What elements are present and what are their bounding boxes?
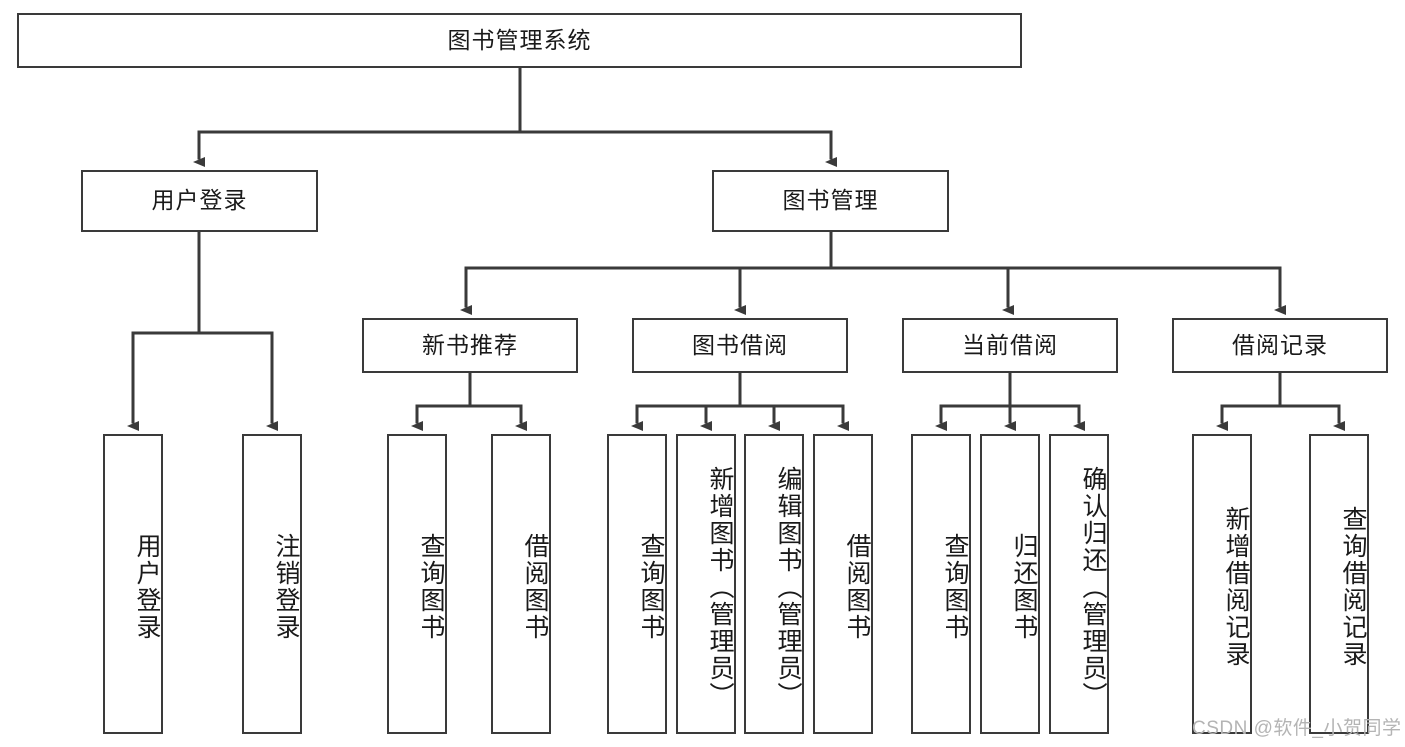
node-book-borrow[interactable]: 图书借阅 (632, 318, 848, 373)
leaf-user-login-0-label: 用户登录 (133, 533, 161, 641)
node-new-book-recommend[interactable]: 新书推荐 (362, 318, 578, 373)
leaf-user-login-1[interactable]: 注销登录 (242, 434, 302, 734)
leaf-records-0-label: 新增借阅记录 (1222, 506, 1250, 668)
node-book-borrow-label: 图书借阅 (692, 331, 788, 358)
node-book-management-label: 图书管理 (782, 187, 879, 214)
leaf-current-2-label: 确认归还（管理员） (1079, 465, 1107, 709)
node-user-login-label: 用户登录 (151, 187, 248, 214)
leaf-new-book-1[interactable]: 借阅图书 (491, 434, 551, 734)
node-new-book-recommend-label: 新书推荐 (422, 331, 518, 358)
leaf-new-book-1-label: 借阅图书 (521, 533, 549, 641)
node-borrow-records[interactable]: 借阅记录 (1172, 318, 1388, 373)
leaf-records-0[interactable]: 新增借阅记录 (1192, 434, 1252, 734)
leaf-new-book-0-label: 查询图书 (417, 533, 445, 641)
leaf-records-1-label: 查询借阅记录 (1339, 506, 1367, 668)
leaf-current-0-label: 查询图书 (941, 533, 969, 641)
leaf-user-login-1-label: 注销登录 (272, 533, 300, 641)
leaf-borrow-2-label: 编辑图书（管理员） (774, 465, 802, 709)
leaf-borrow-3[interactable]: 借阅图书 (813, 434, 873, 734)
leaf-current-1[interactable]: 归还图书 (980, 434, 1040, 734)
leaf-records-1[interactable]: 查询借阅记录 (1309, 434, 1369, 734)
node-root-book-management-system[interactable]: 图书管理系统 (17, 13, 1022, 68)
leaf-user-login-0[interactable]: 用户登录 (103, 434, 163, 734)
leaf-current-0[interactable]: 查询图书 (911, 434, 971, 734)
node-current-borrow-label: 当前借阅 (962, 331, 1058, 358)
leaf-borrow-1-label: 新增图书（管理员） (706, 465, 734, 709)
leaf-borrow-3-label: 借阅图书 (843, 533, 871, 641)
leaf-current-1-label: 归还图书 (1010, 533, 1038, 641)
leaf-borrow-2[interactable]: 编辑图书（管理员） (744, 434, 804, 734)
leaf-new-book-0[interactable]: 查询图书 (387, 434, 447, 734)
node-root-label: 图书管理系统 (447, 26, 592, 53)
leaf-borrow-1[interactable]: 新增图书（管理员） (676, 434, 736, 734)
leaf-borrow-0[interactable]: 查询图书 (607, 434, 667, 734)
leaf-borrow-0-label: 查询图书 (637, 533, 665, 641)
leaf-current-2[interactable]: 确认归还（管理员） (1049, 434, 1109, 734)
node-user-login[interactable]: 用户登录 (81, 170, 318, 232)
node-book-management[interactable]: 图书管理 (712, 170, 949, 232)
node-current-borrow[interactable]: 当前借阅 (902, 318, 1118, 373)
csdn-watermark: CSDN @软件_小贺同学 (1192, 718, 1402, 739)
node-borrow-records-label: 借阅记录 (1232, 331, 1328, 358)
